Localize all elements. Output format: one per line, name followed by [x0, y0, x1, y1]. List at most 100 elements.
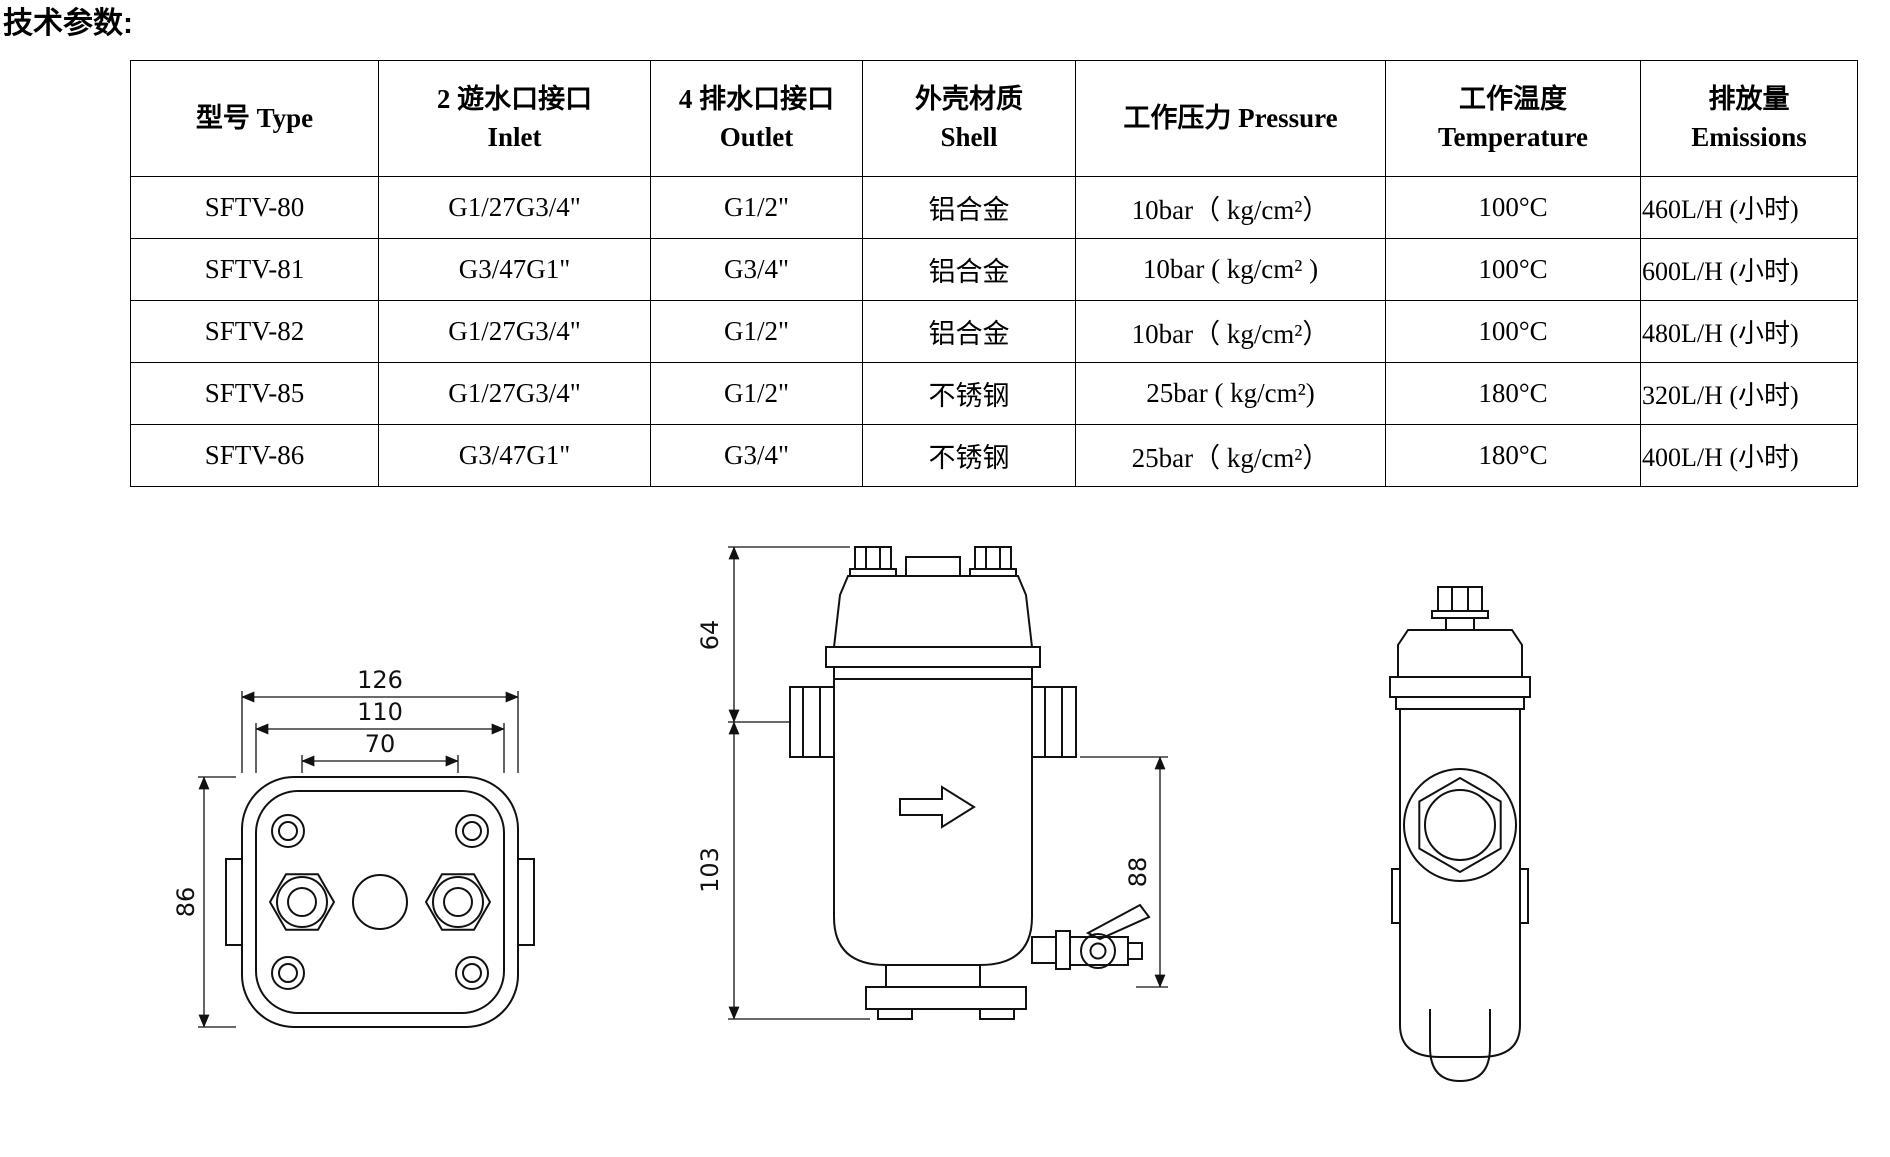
flange-upper	[1389, 676, 1531, 698]
col-header-shell: 外壳材质 Shell	[862, 60, 1076, 177]
cell-shell: 不锈钢	[862, 362, 1076, 425]
header-line: 外壳材质	[915, 83, 1023, 114]
bottom-bracket	[1429, 1009, 1491, 1083]
cell-pressure: 10bar（ kg/cm²）	[1075, 300, 1386, 363]
cell-pressure: 25bar（ kg/cm²）	[1075, 424, 1386, 487]
header-line: 工作温度	[1459, 83, 1567, 114]
top-view-dimension-lines	[198, 691, 519, 1028]
cell-inlet: G3/47G1"	[378, 238, 651, 301]
cell-temperature: 180°C	[1385, 362, 1641, 425]
cell-type: SFTV-80	[130, 176, 379, 239]
cell-type: SFTV-85	[130, 362, 379, 425]
flange-lower	[833, 666, 1033, 680]
dim-label-88: 88	[1124, 857, 1152, 888]
cell-emissions: 460L/H (小时)	[1640, 176, 1858, 239]
cell-emissions: 600L/H (小时)	[1640, 238, 1858, 301]
cell-pressure: 10bar ( kg/cm² )	[1075, 238, 1386, 301]
col-header-pressure: 工作压力 Pressure	[1075, 60, 1386, 177]
cell-shell: 不锈钢	[862, 424, 1076, 487]
flow-direction-arrow	[899, 785, 976, 829]
side-tabs	[1391, 868, 1529, 924]
right-hex-port	[424, 873, 492, 931]
drain-ball-valve	[1031, 903, 1151, 970]
dim-label-103: 103	[696, 847, 724, 893]
cell-emissions: 320L/H (小时)	[1640, 362, 1858, 425]
cell-inlet: G1/27G3/4"	[378, 176, 651, 239]
cap-hump	[905, 556, 961, 577]
trap-body	[1399, 709, 1521, 1058]
cell-inlet: G3/47G1"	[378, 424, 651, 487]
page-title: 技术参数:	[3, 7, 133, 40]
header-line: Outlet	[719, 121, 794, 152]
left-hex-port	[268, 873, 336, 931]
header-line: 型号 Type	[195, 102, 314, 133]
spec-table: 型号 Type 2 遊水口接口 Inlet 4 排水口接口 Outlet 外壳材质 S…	[130, 60, 1858, 487]
header-line: Inlet	[487, 121, 542, 152]
top-bolts	[849, 546, 1017, 577]
cell-outlet: G1/2"	[650, 300, 863, 363]
table-row: SFTV-86 G3/47G1" G3/4" 不锈钢 25bar（ kg/cm²…	[130, 424, 1858, 487]
spec-table-wrap: 型号 Type 2 遊水口接口 Inlet 4 排水口接口 Outlet 外壳材质 S…	[130, 60, 1890, 487]
cap	[1397, 629, 1523, 678]
cell-outlet: G1/2"	[650, 176, 863, 239]
inlet-boss	[789, 686, 835, 758]
outlet-boss	[1031, 686, 1077, 758]
flange-upper	[825, 646, 1041, 668]
side-view-dimension-labels: 64 103 88	[696, 620, 1152, 893]
cell-shell: 铝合金	[862, 176, 1076, 239]
cap	[832, 575, 1034, 648]
flange-lower	[1395, 696, 1525, 710]
cell-pressure: 25bar ( kg/cm²)	[1075, 362, 1386, 425]
cell-temperature: 100°C	[1385, 238, 1641, 301]
header-line: Shell	[940, 121, 998, 152]
top-view-dimension-labels: 126 110 70 86	[172, 666, 403, 917]
header-line: 4 排水口接口	[678, 83, 835, 114]
col-header-temperature: 工作温度 Temperature	[1385, 60, 1641, 177]
header-line: 排放量	[1708, 83, 1790, 114]
dim-label-86: 86	[172, 887, 200, 918]
top-bolt	[1431, 586, 1489, 631]
cell-emissions: 480L/H (小时)	[1640, 300, 1858, 363]
side-view-body	[789, 546, 1151, 1020]
cell-outlet: G1/2"	[650, 362, 863, 425]
end-view-body	[1389, 586, 1531, 1083]
side-tabs	[225, 858, 535, 946]
col-header-inlet: 2 遊水口接口 Inlet	[378, 60, 651, 177]
cell-shell: 铝合金	[862, 238, 1076, 301]
side-view-drawing: 64 103 88	[696, 546, 1168, 1020]
dim-label-64: 64	[696, 620, 724, 651]
col-header-outlet: 4 排水口接口 Outlet	[650, 60, 863, 177]
cell-temperature: 100°C	[1385, 300, 1641, 363]
cell-inlet: G1/27G3/4"	[378, 300, 651, 363]
cell-emissions: 400L/H (小时)	[1640, 424, 1858, 487]
header-line: 工作压力 Pressure	[1123, 102, 1338, 133]
header-line: 2 遊水口接口	[436, 83, 593, 114]
header-line: Temperature	[1438, 121, 1588, 152]
plate-outer	[241, 776, 519, 1028]
top-view-drawing: 126 110 70 86	[172, 666, 535, 1028]
base	[865, 965, 1027, 1020]
top-view-body	[225, 776, 535, 1028]
cell-temperature: 180°C	[1385, 424, 1641, 487]
trap-body	[833, 679, 1033, 966]
dim-label-126: 126	[357, 666, 403, 694]
plate-inner	[255, 790, 505, 1014]
table-row: SFTV-82 G1/27G3/4" G1/2" 铝合金 10bar（ kg/c…	[130, 300, 1858, 363]
corner-bolt-holes	[271, 814, 489, 990]
center-bore	[352, 874, 408, 930]
table-row: SFTV-85 G1/27G3/4" G1/2" 不锈钢 25bar ( kg/…	[130, 362, 1858, 425]
cell-inlet: G1/27G3/4"	[378, 362, 651, 425]
port-hex-nut	[1403, 768, 1517, 882]
table-row: SFTV-80 G1/27G3/4" G1/2" 铝合金 10bar（ kg/c…	[130, 176, 1858, 239]
dim-label-70: 70	[365, 730, 396, 758]
end-view-drawing	[1389, 586, 1531, 1083]
header-row: 型号 Type 2 遊水口接口 Inlet 4 排水口接口 Outlet 外壳材质 S…	[130, 60, 1858, 177]
col-header-type: 型号 Type	[130, 60, 379, 177]
cell-pressure: 10bar（ kg/cm²）	[1075, 176, 1386, 239]
cell-shell: 铝合金	[862, 300, 1076, 363]
cell-outlet: G3/4"	[650, 424, 863, 487]
technical-drawings: 126 110 70 86	[0, 517, 1890, 1117]
dim-label-110: 110	[357, 698, 403, 726]
table-row: SFTV-81 G3/47G1" G3/4" 铝合金 10bar ( kg/cm…	[130, 238, 1858, 301]
